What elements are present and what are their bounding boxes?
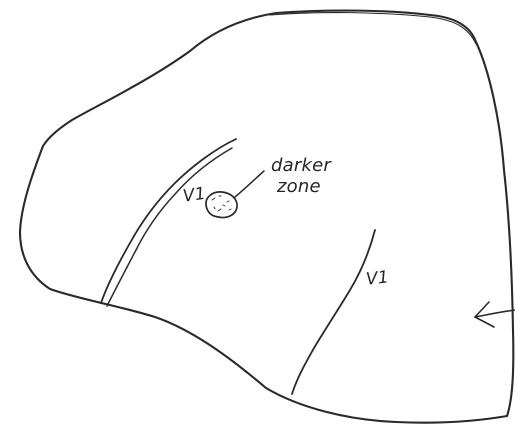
vein-upper-label: V1 bbox=[182, 184, 207, 207]
vein-upper-line-b bbox=[107, 148, 232, 306]
rock-outline bbox=[20, 11, 513, 423]
annotation-leader-line bbox=[235, 171, 264, 197]
arrow-left-icon bbox=[475, 302, 515, 327]
darker-zone-blob bbox=[206, 192, 237, 218]
vein-lower-line bbox=[292, 230, 375, 394]
vein-lower-label: V1 bbox=[365, 267, 390, 289]
annotation-darker: darker bbox=[271, 155, 332, 176]
annotation-zone: zone bbox=[276, 176, 321, 197]
